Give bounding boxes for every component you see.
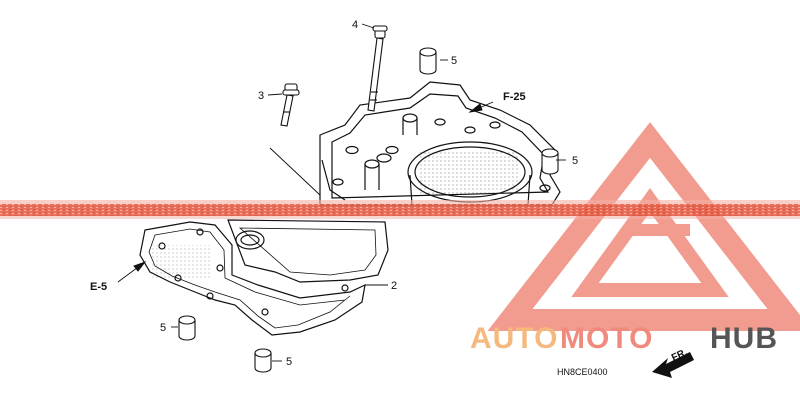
scan-stripe xyxy=(0,200,800,219)
callout-dowel-right: 5 xyxy=(572,155,578,167)
callout-dowel-left: 5 xyxy=(160,322,166,334)
watermark-logo xyxy=(487,122,800,331)
dowel-pin-right xyxy=(541,148,559,175)
diagram-code: HN8CE0400 xyxy=(557,367,608,377)
bolt-long xyxy=(367,25,388,112)
front-arrow-icon: FR. xyxy=(652,347,694,378)
ref-upper: F-25 xyxy=(503,91,526,103)
watermark-brand: AUTO MOTO HUB xyxy=(470,322,778,355)
dowel-pin-bottom xyxy=(254,348,272,373)
callout-gasket: 2 xyxy=(391,280,397,292)
brand-word-part1: AUTO xyxy=(470,322,558,355)
callout-bolt-long: 4 xyxy=(352,19,358,31)
cylinder-shading xyxy=(420,150,520,195)
gasket-shading xyxy=(150,245,210,280)
cylinder-lower xyxy=(227,219,389,283)
cylinder-upper xyxy=(319,81,561,206)
callout-dowel-top: 5 xyxy=(451,55,457,67)
callout-dowel-bottom: 5 xyxy=(286,356,292,368)
brand-word-part3: HUB xyxy=(710,322,778,355)
dowel-pin-left xyxy=(178,315,196,341)
bolt-short xyxy=(280,83,300,127)
leader-lines xyxy=(117,23,566,362)
ref-lower: E-5 xyxy=(90,281,107,293)
callout-bolt-short: 3 xyxy=(258,90,264,102)
dowel-pin-top xyxy=(419,47,437,75)
brand-word-part2: MOTO xyxy=(560,322,653,355)
